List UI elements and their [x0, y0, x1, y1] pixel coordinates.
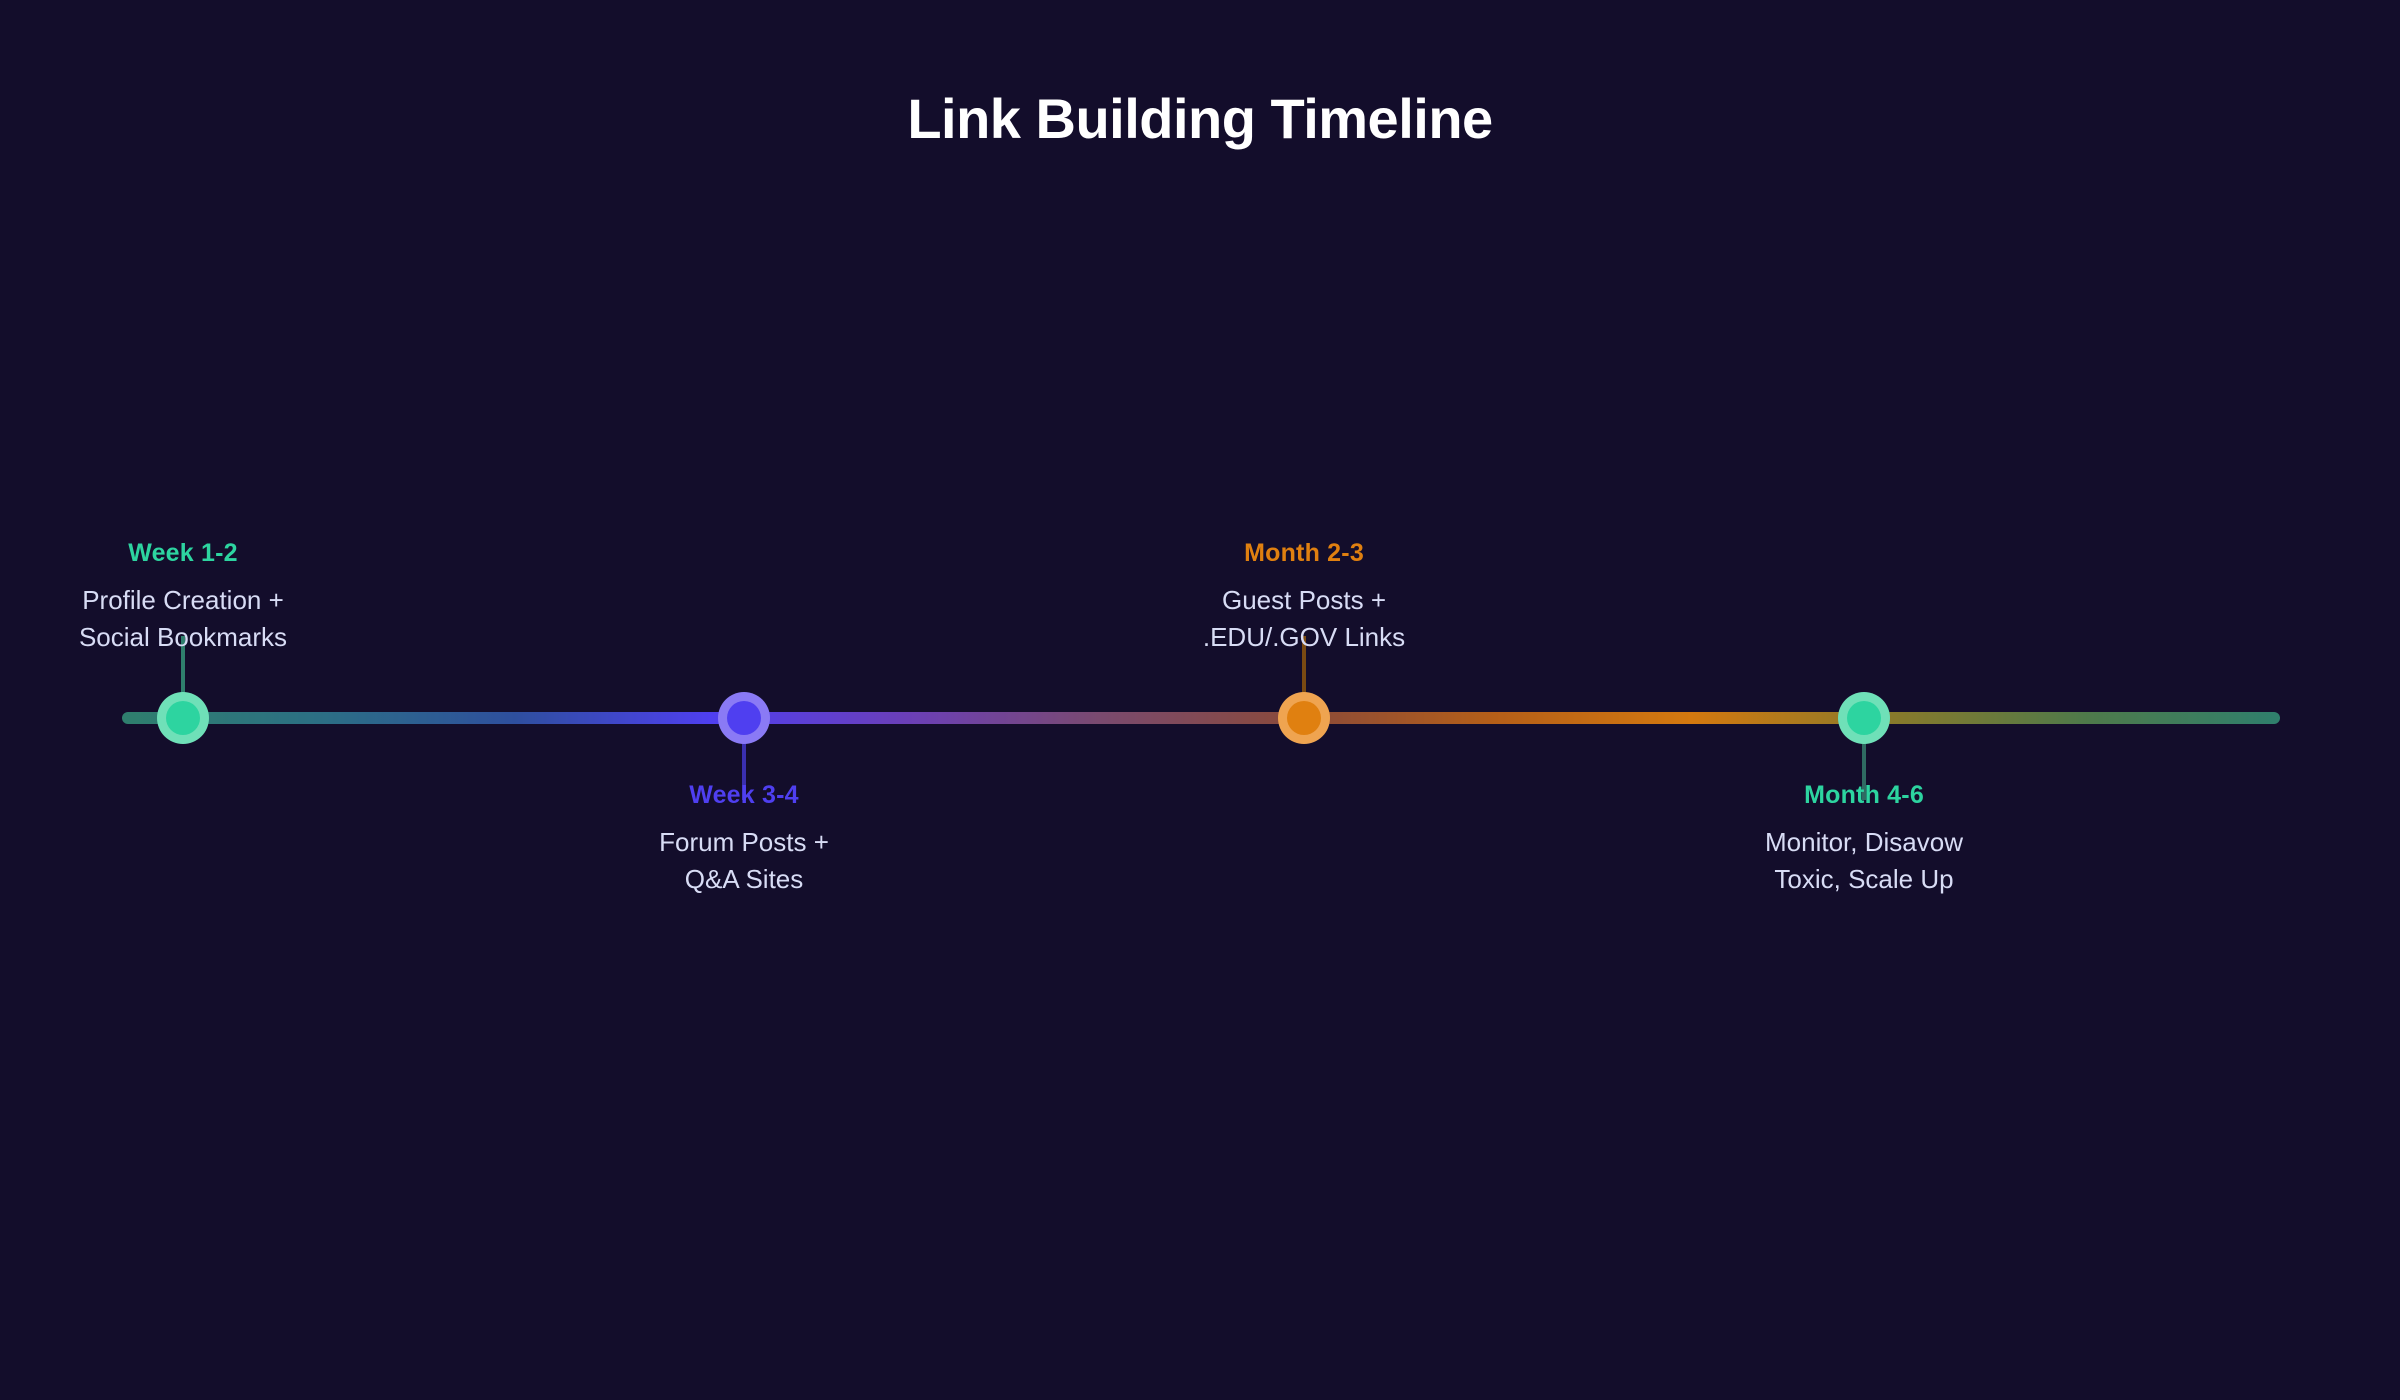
milestone-label: Week 1-2: [128, 539, 238, 568]
milestone-description: Profile Creation + Social Bookmarks: [78, 585, 288, 653]
milestone-dot[interactable]: [1287, 701, 1321, 735]
milestone-connector: [181, 636, 185, 698]
milestone-connector: [1862, 738, 1866, 800]
milestone-label: Month 4-6: [1804, 781, 1924, 809]
milestone-dot[interactable]: [727, 701, 761, 735]
milestone-description: Forum Posts + Q&A Sites: [659, 827, 829, 894]
timeline-axis: [122, 712, 2280, 724]
milestone-label: Week 3-4: [689, 781, 799, 809]
milestone-dot[interactable]: [166, 701, 200, 735]
milestone-description: Monitor, Disavow Toxic, Scale Up: [1765, 827, 1963, 894]
milestone-description: Guest Posts + .EDU/.GOV Links: [1202, 585, 1406, 653]
milestone-connector: [1302, 636, 1306, 698]
milestone-connector: [742, 738, 746, 800]
milestone-dot[interactable]: [1847, 701, 1881, 735]
milestone-label: Month 2-3: [1244, 539, 1364, 568]
page-title: Link Building Timeline: [907, 87, 1493, 150]
